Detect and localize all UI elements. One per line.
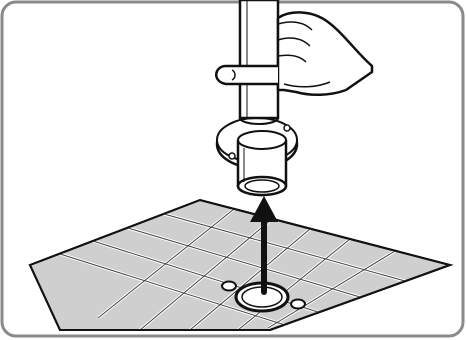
mounting-flange-icon [215, 117, 299, 197]
screw-hole-icon [221, 280, 237, 292]
floor-tiles-icon [28, 198, 454, 332]
tube-icon [238, 0, 280, 125]
hand-icon [215, 11, 374, 96]
arrow-up-icon [250, 196, 278, 295]
screw-hole-icon [290, 298, 306, 310]
